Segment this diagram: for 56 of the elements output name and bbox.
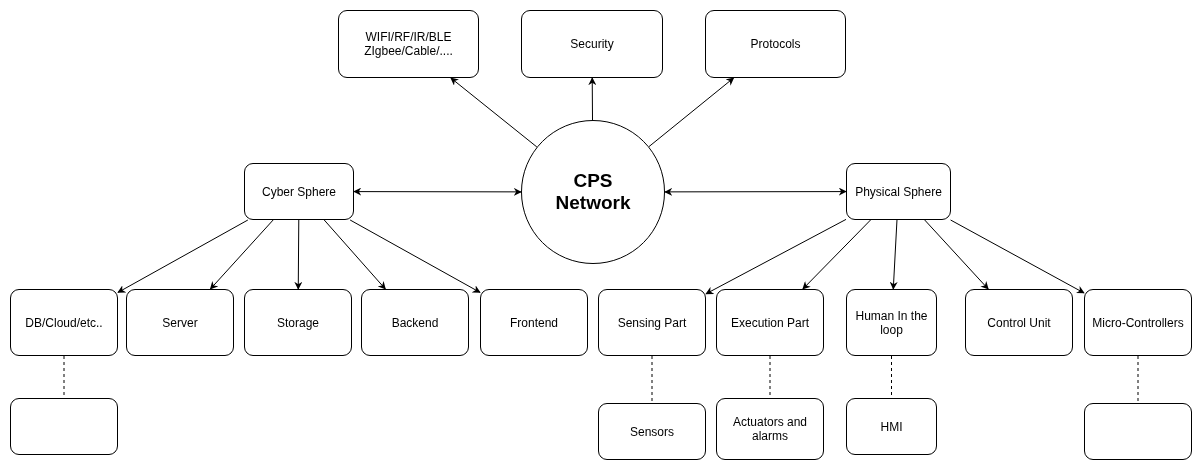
node-label: Backend [391, 315, 439, 330]
process-box [244, 163, 354, 220]
process-box [521, 10, 663, 78]
node-label: DB/Cloud/etc.. [25, 315, 103, 330]
node-label: Micro-Controllers [1092, 315, 1184, 330]
process-box [10, 289, 118, 356]
arrow [117, 219, 249, 293]
node-label: Frontend [510, 315, 558, 330]
node-label: Control Unit [987, 315, 1051, 330]
process-box [965, 289, 1073, 356]
dashed-connector [651, 355, 653, 404]
process-box [716, 398, 824, 460]
process-box [846, 289, 937, 356]
process-box [338, 10, 479, 78]
process-box [846, 398, 937, 455]
arrow [450, 77, 538, 148]
process-box [846, 163, 951, 220]
node-label: Protocols [750, 37, 801, 51]
process-box [480, 289, 588, 356]
arrow [588, 77, 597, 121]
arrow [664, 187, 847, 196]
process-box [244, 289, 352, 356]
arrow [349, 219, 481, 293]
node-label: Storage [277, 315, 319, 330]
process-box [126, 289, 234, 356]
node-label: Sensing Part [617, 315, 687, 330]
empty-box [1084, 403, 1192, 460]
node-label: HMI [880, 419, 903, 434]
node-label: Physical Sphere [855, 184, 942, 199]
node-label: WIFI/RF/IR/BLE ZIgbee/Cable/.... [363, 30, 454, 58]
node-label: Execution Part [730, 315, 809, 330]
node-label: Security [570, 37, 614, 51]
arrow [209, 219, 274, 290]
node-label: Server [162, 315, 198, 330]
dashed-connector [1137, 355, 1139, 404]
process-box [361, 289, 469, 356]
arrow [950, 219, 1085, 294]
node-label: CPS Network [554, 170, 632, 214]
arrow [323, 219, 386, 290]
process-box [598, 289, 706, 356]
arrow [353, 187, 522, 196]
arrow [648, 77, 735, 148]
arrow [924, 219, 989, 290]
arrow [889, 219, 898, 290]
arrow [705, 218, 847, 295]
node-label: Cyber Sphere [261, 184, 336, 199]
empty-box [10, 398, 118, 455]
node-label: Sensors [630, 424, 674, 439]
process-box [705, 10, 846, 78]
process-box [1084, 289, 1192, 356]
process-box [716, 289, 824, 356]
process-box [598, 403, 706, 460]
node-label: Human In the loop [854, 308, 929, 337]
arrow [802, 219, 872, 290]
node-label: Actuators and alarms [731, 415, 808, 443]
arrow [294, 219, 303, 290]
